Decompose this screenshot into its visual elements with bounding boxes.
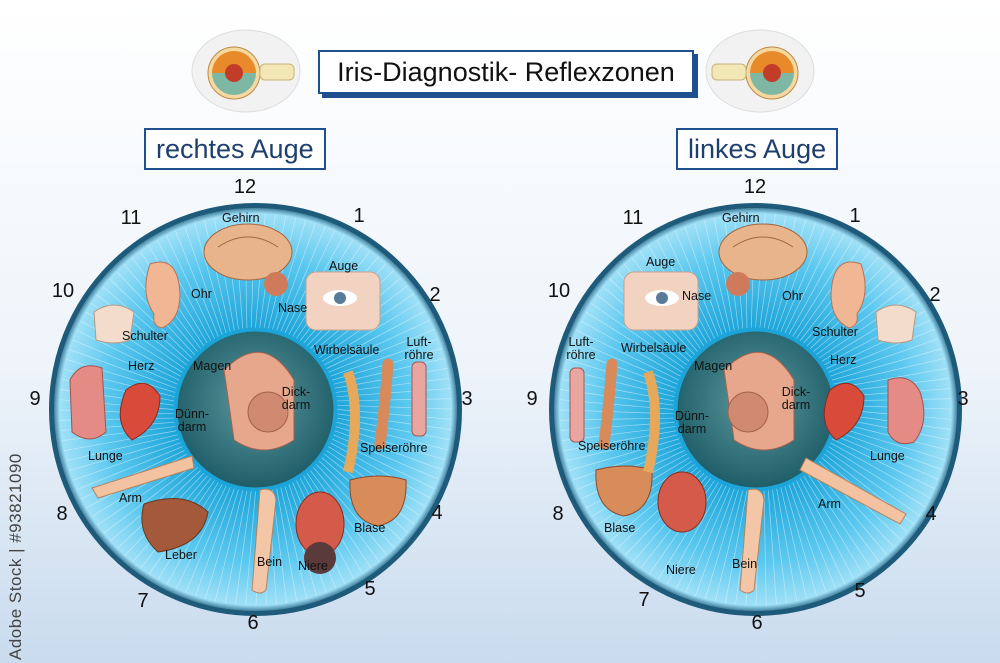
left-label-lunge: Lunge bbox=[870, 449, 905, 463]
heart-organ bbox=[119, 382, 161, 441]
right-eye-label: rechtes Auge bbox=[144, 128, 326, 170]
trachea-organ bbox=[569, 367, 585, 443]
right-label-luftroehre: Luft-röhre bbox=[404, 335, 434, 362]
page-title: Iris-Diagnostik- Reflexzonen bbox=[318, 50, 694, 94]
kidney-organ bbox=[295, 491, 345, 574]
right-label-gehirn: Gehirn bbox=[222, 211, 260, 225]
left-label-wirbelsaeule: Wirbelsäule bbox=[621, 341, 687, 355]
spine-organ bbox=[643, 370, 660, 474]
right-clock-2: 2 bbox=[429, 284, 441, 306]
right-label-leber: Leber bbox=[165, 548, 197, 562]
left-label-herz: Herz bbox=[830, 353, 857, 367]
ear-organ bbox=[830, 261, 866, 329]
left-clock-5: 5 bbox=[854, 580, 866, 602]
left-clock-2: 2 bbox=[929, 284, 941, 306]
right-clock-10: 10 bbox=[51, 280, 75, 302]
left-label-arm: Arm bbox=[818, 497, 841, 511]
right-clock-3: 3 bbox=[461, 388, 473, 410]
left-label-schulter: Schulter bbox=[812, 325, 858, 339]
right-label-speiseroehre: Speiseröhre bbox=[360, 441, 428, 455]
left-clock-7: 7 bbox=[638, 589, 650, 611]
left-eye-iris-diagram bbox=[549, 203, 962, 616]
leg-organ bbox=[739, 488, 765, 594]
right-label-wirbelsaeule: Wirbelsäule bbox=[314, 343, 380, 357]
left-clock-1: 1 bbox=[849, 205, 861, 227]
lung-organ bbox=[69, 365, 107, 440]
left-label-luftroehre: Luft-röhre bbox=[566, 335, 596, 362]
left-clock-11: 11 bbox=[622, 207, 644, 229]
left-clock-10: 10 bbox=[547, 280, 571, 302]
lung-organ bbox=[887, 377, 925, 445]
left-label-dickdarm: Dick-darm bbox=[781, 385, 811, 412]
right-label-duenndarm: Dünn-darm bbox=[174, 407, 210, 434]
right-label-auge: Auge bbox=[329, 259, 359, 273]
left-clock-9: 9 bbox=[526, 388, 538, 410]
shoulder-organ bbox=[875, 304, 917, 344]
right-label-ohr: Ohr bbox=[191, 287, 212, 301]
eye-face-organ bbox=[623, 271, 699, 331]
eye-face-organ bbox=[305, 271, 381, 331]
right-label-lunge: Lunge bbox=[88, 449, 123, 463]
spine-organ bbox=[343, 370, 360, 474]
left-label-magen: Magen bbox=[694, 359, 733, 373]
right-label-dickdarm: Dick-darm bbox=[281, 385, 311, 412]
esophagus-organ bbox=[374, 358, 394, 450]
right-clock-8: 8 bbox=[56, 503, 68, 525]
left-label-nase: Nase bbox=[682, 289, 712, 303]
left-label-duenndarm: Dünn-darm bbox=[674, 409, 710, 436]
right-label-niere: Niere bbox=[298, 559, 328, 573]
brain-organ bbox=[203, 223, 293, 296]
leg-organ bbox=[251, 488, 277, 594]
right-clock-4: 4 bbox=[431, 502, 443, 524]
right-label-magen: Magen bbox=[193, 359, 232, 373]
right-clock-9: 9 bbox=[29, 388, 41, 410]
ear-organ bbox=[145, 261, 181, 329]
right-clock-5: 5 bbox=[364, 578, 376, 600]
arm-organ bbox=[91, 455, 195, 499]
left-clock-12: 12 bbox=[743, 176, 767, 198]
left-label-bein: Bein bbox=[732, 557, 758, 571]
right-label-nase: Nase bbox=[278, 301, 308, 315]
heart-organ bbox=[823, 382, 865, 441]
right-label-schulter: Schulter bbox=[122, 329, 168, 343]
left-label-blase: Blase bbox=[604, 521, 636, 535]
left-clock-8: 8 bbox=[552, 503, 564, 525]
right-label-herz: Herz bbox=[128, 359, 155, 373]
left-eye-label: linkes Auge bbox=[676, 128, 839, 170]
right-clock-12: 12 bbox=[233, 176, 257, 198]
intestine-organ bbox=[723, 351, 795, 451]
right-label-blase: Blase bbox=[354, 521, 386, 535]
left-label-gehirn: Gehirn bbox=[722, 211, 760, 225]
liver-organ bbox=[141, 498, 209, 553]
left-clock-6: 6 bbox=[751, 612, 763, 634]
bladder-organ bbox=[349, 475, 407, 527]
arm-organ bbox=[799, 457, 907, 525]
trachea-organ bbox=[411, 361, 427, 437]
bladder-organ bbox=[595, 465, 653, 517]
eye-anatomy-illustration-right bbox=[705, 29, 815, 113]
left-clock-4: 4 bbox=[925, 503, 937, 525]
esophagus-organ bbox=[598, 358, 618, 450]
right-label-arm: Arm bbox=[119, 491, 142, 505]
right-clock-6: 6 bbox=[247, 612, 259, 634]
eye-anatomy-illustration-left bbox=[191, 29, 301, 113]
shoulder-organ bbox=[93, 304, 135, 344]
left-label-speiseroehre: Speiseröhre bbox=[578, 439, 646, 453]
right-clock-1: 1 bbox=[353, 205, 365, 227]
left-label-ohr: Ohr bbox=[782, 289, 803, 303]
right-label-bein: Bein bbox=[257, 555, 283, 569]
stock-watermark: Adobe Stock | #93821090 bbox=[6, 453, 25, 660]
left-label-auge: Auge bbox=[646, 255, 676, 269]
right-clock-11: 11 bbox=[120, 207, 142, 229]
kidney-organ bbox=[657, 471, 707, 533]
brain-organ bbox=[718, 223, 808, 296]
left-label-niere: Niere bbox=[666, 563, 696, 577]
right-clock-7: 7 bbox=[137, 590, 149, 612]
left-clock-3: 3 bbox=[957, 388, 969, 410]
intestine-organ bbox=[223, 351, 295, 451]
right-eye-iris-diagram bbox=[49, 203, 462, 616]
